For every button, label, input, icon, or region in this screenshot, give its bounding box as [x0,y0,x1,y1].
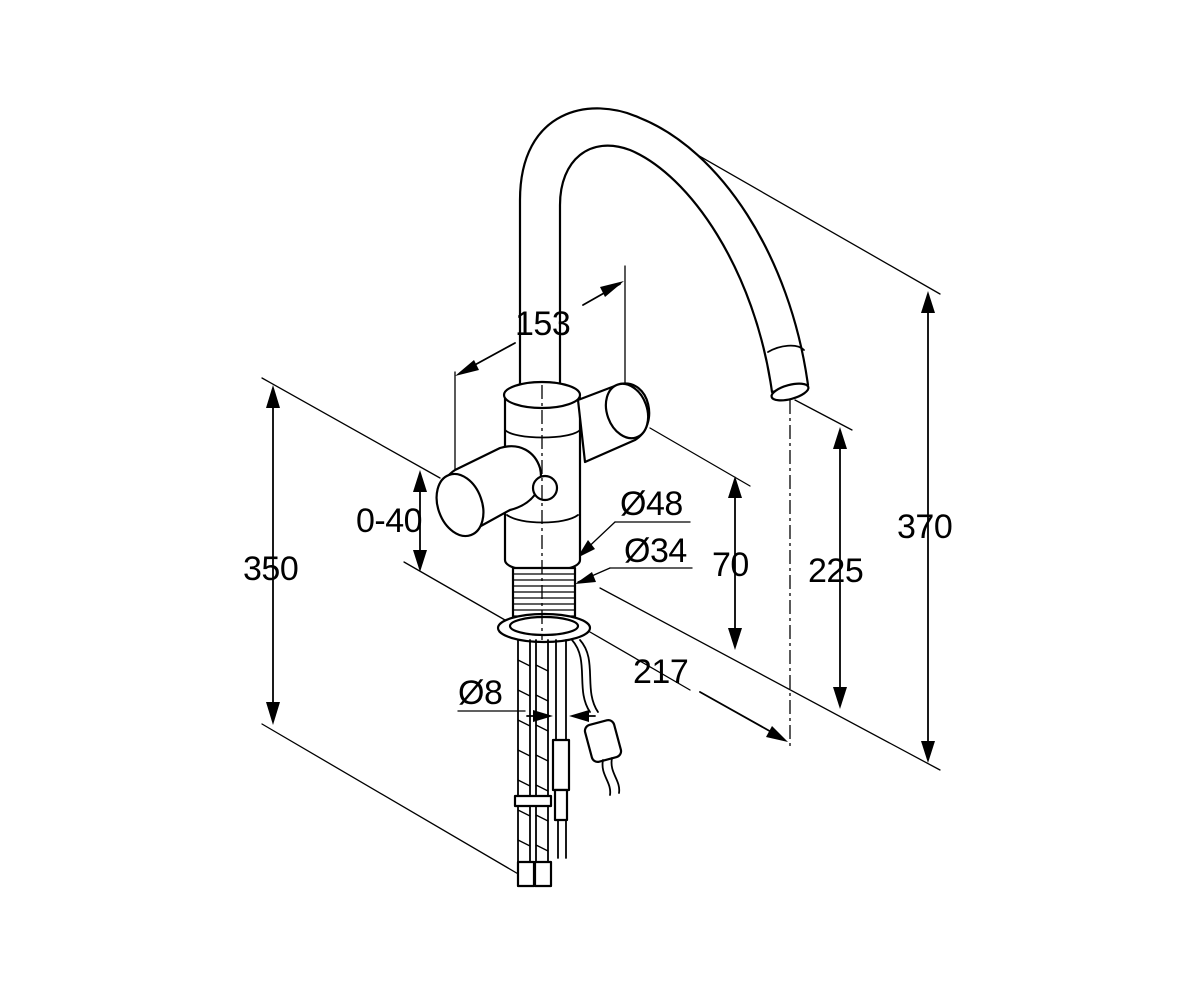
dim-370: 370 [897,508,952,546]
dim-350: 350 [243,550,298,588]
supply-hoses [513,639,623,888]
dim-diameter-48: Ø48 [620,485,683,523]
dim-70: 70 [712,546,749,584]
dim-225: 225 [808,552,863,590]
faucet-outline [435,107,810,888]
dim-diameter-34: Ø34 [624,532,687,570]
dim-153: 153 [515,305,570,343]
dim-217: 217 [633,653,688,691]
dimension-labels: 153 370 225 70 0-40 350 217 Ø48 Ø34 Ø8 [243,305,953,712]
dim-diameter-8: Ø8 [458,674,502,712]
dim-0-40: 0-40 [356,502,422,540]
